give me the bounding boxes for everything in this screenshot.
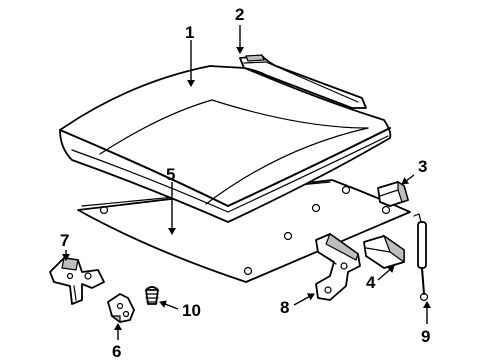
callout-5: 5 [166,165,175,184]
hood-latch-bracket [363,234,405,269]
hood-latch [107,293,135,324]
callout-6: 6 [112,342,121,360]
hood-seal-strip [239,54,367,109]
leader-4 [377,265,395,281]
leader-3 [401,174,415,185]
callout-4: 4 [366,273,376,292]
callout-8: 8 [280,298,289,317]
callout-10: 10 [182,301,201,320]
hood-support-strut [413,213,429,302]
hood-hinge-left [49,257,105,305]
spring-clip [145,286,159,305]
callout-1: 1 [185,23,194,42]
callout-7: 7 [60,231,69,250]
leader-8 [293,293,315,306]
leader-lines [62,25,431,340]
hood-panel [59,65,392,223]
callout-3: 3 [418,157,427,176]
callout-2: 2 [235,5,244,24]
leader-10 [159,300,179,310]
hood-hinge-right [315,233,361,301]
hood-bumper-stop [377,180,409,207]
callout-9: 9 [421,327,430,346]
